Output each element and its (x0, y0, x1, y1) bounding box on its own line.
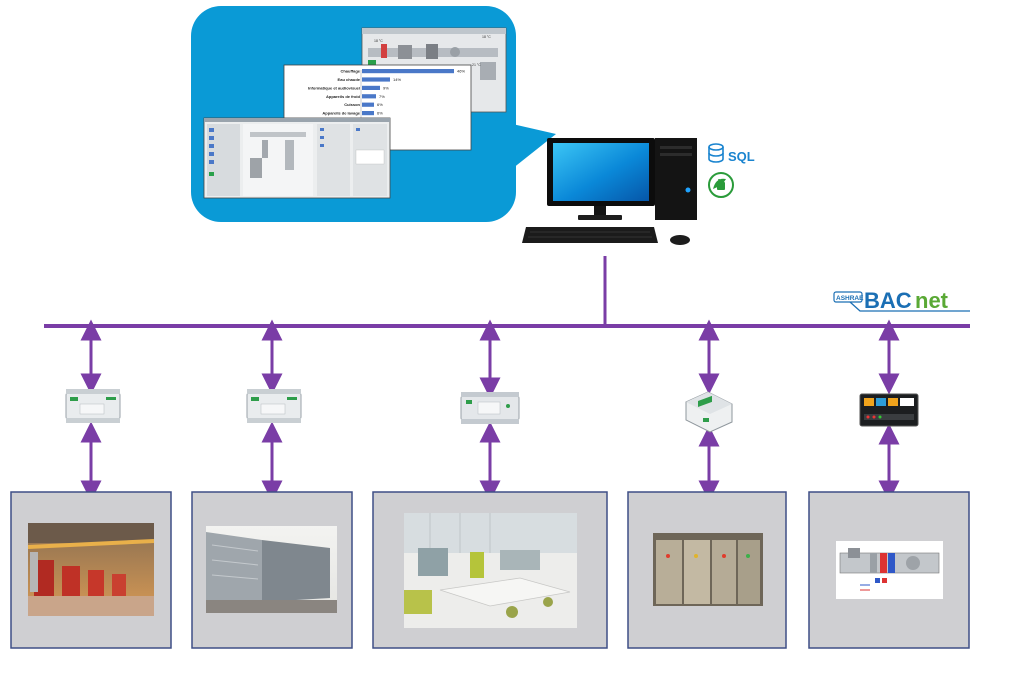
hvac-temp-label: 18 °C (482, 35, 491, 39)
energy-bar (362, 77, 390, 82)
equipment-panel-boiler-room (10, 491, 172, 649)
rooftop-chiller-photo (206, 526, 337, 613)
energy-bar-label: Appareils de lavage (322, 111, 360, 116)
energy-bar-label: Informatique et audiovisuel (308, 85, 360, 90)
equipment-panel-switchboard (627, 491, 787, 649)
equipment-panel-office (372, 491, 608, 649)
din-rail-controller-io (460, 392, 520, 424)
electrical-switchboard-photo (653, 533, 763, 606)
ashrae-label: ASHRAE (836, 295, 864, 302)
equipment-panel-chiller (191, 491, 353, 649)
bacnet-text-bac: BAC (864, 288, 912, 313)
monitor-screen (553, 143, 649, 201)
database-icon (708, 143, 724, 163)
energy-bar-value: 9% (383, 85, 389, 90)
bacnet-logo: ASHRAE BAC net (833, 288, 970, 313)
din-rail-controller (246, 389, 302, 423)
energy-bar (362, 111, 374, 116)
pc-tower (655, 138, 697, 220)
multi-io-controller (859, 393, 919, 427)
energy-bar-value: 46% (457, 69, 465, 74)
energy-bar-chart: Chauffage 46% Eau chaude 14% Informatique et… (308, 69, 465, 116)
energy-bar-value: 14% (393, 77, 401, 82)
energy-bar-value: 6% (377, 111, 383, 116)
energy-bar (362, 102, 374, 107)
din-rail-controller (65, 389, 121, 423)
energy-bar-label: Eau chaude (338, 77, 361, 82)
energy-bar-label: Appareils de froid (326, 94, 361, 99)
bacnet-text-net: net (915, 288, 949, 313)
energy-bar (362, 94, 376, 99)
workstation: SQL (522, 138, 755, 245)
boiler-room-photo (27, 523, 155, 616)
energy-bar-value: 7% (379, 94, 385, 99)
energy-bar-label: Chauffage (340, 69, 360, 74)
network-drops (80, 319, 900, 502)
equipment-panel-ahu (808, 491, 970, 649)
bms-application-screenshot (203, 117, 391, 199)
bacnet-bus (44, 256, 970, 328)
air-handling-unit-diagram (836, 541, 943, 599)
hvac-temp-label: 18 °C (374, 39, 383, 43)
hvac-temp-label: 21 °C (472, 63, 481, 67)
mouse (670, 235, 690, 245)
energy-bar (362, 85, 380, 90)
keyboard (522, 227, 658, 243)
energy-meter-module (685, 391, 733, 433)
energy-bar-value: 6% (377, 102, 383, 107)
energy-bar-label: Cuisson (344, 102, 360, 107)
sql-label: SQL (728, 149, 755, 164)
open-space-office-photo (404, 513, 577, 628)
energy-plug-icon (708, 172, 734, 198)
energy-bar (362, 69, 454, 74)
